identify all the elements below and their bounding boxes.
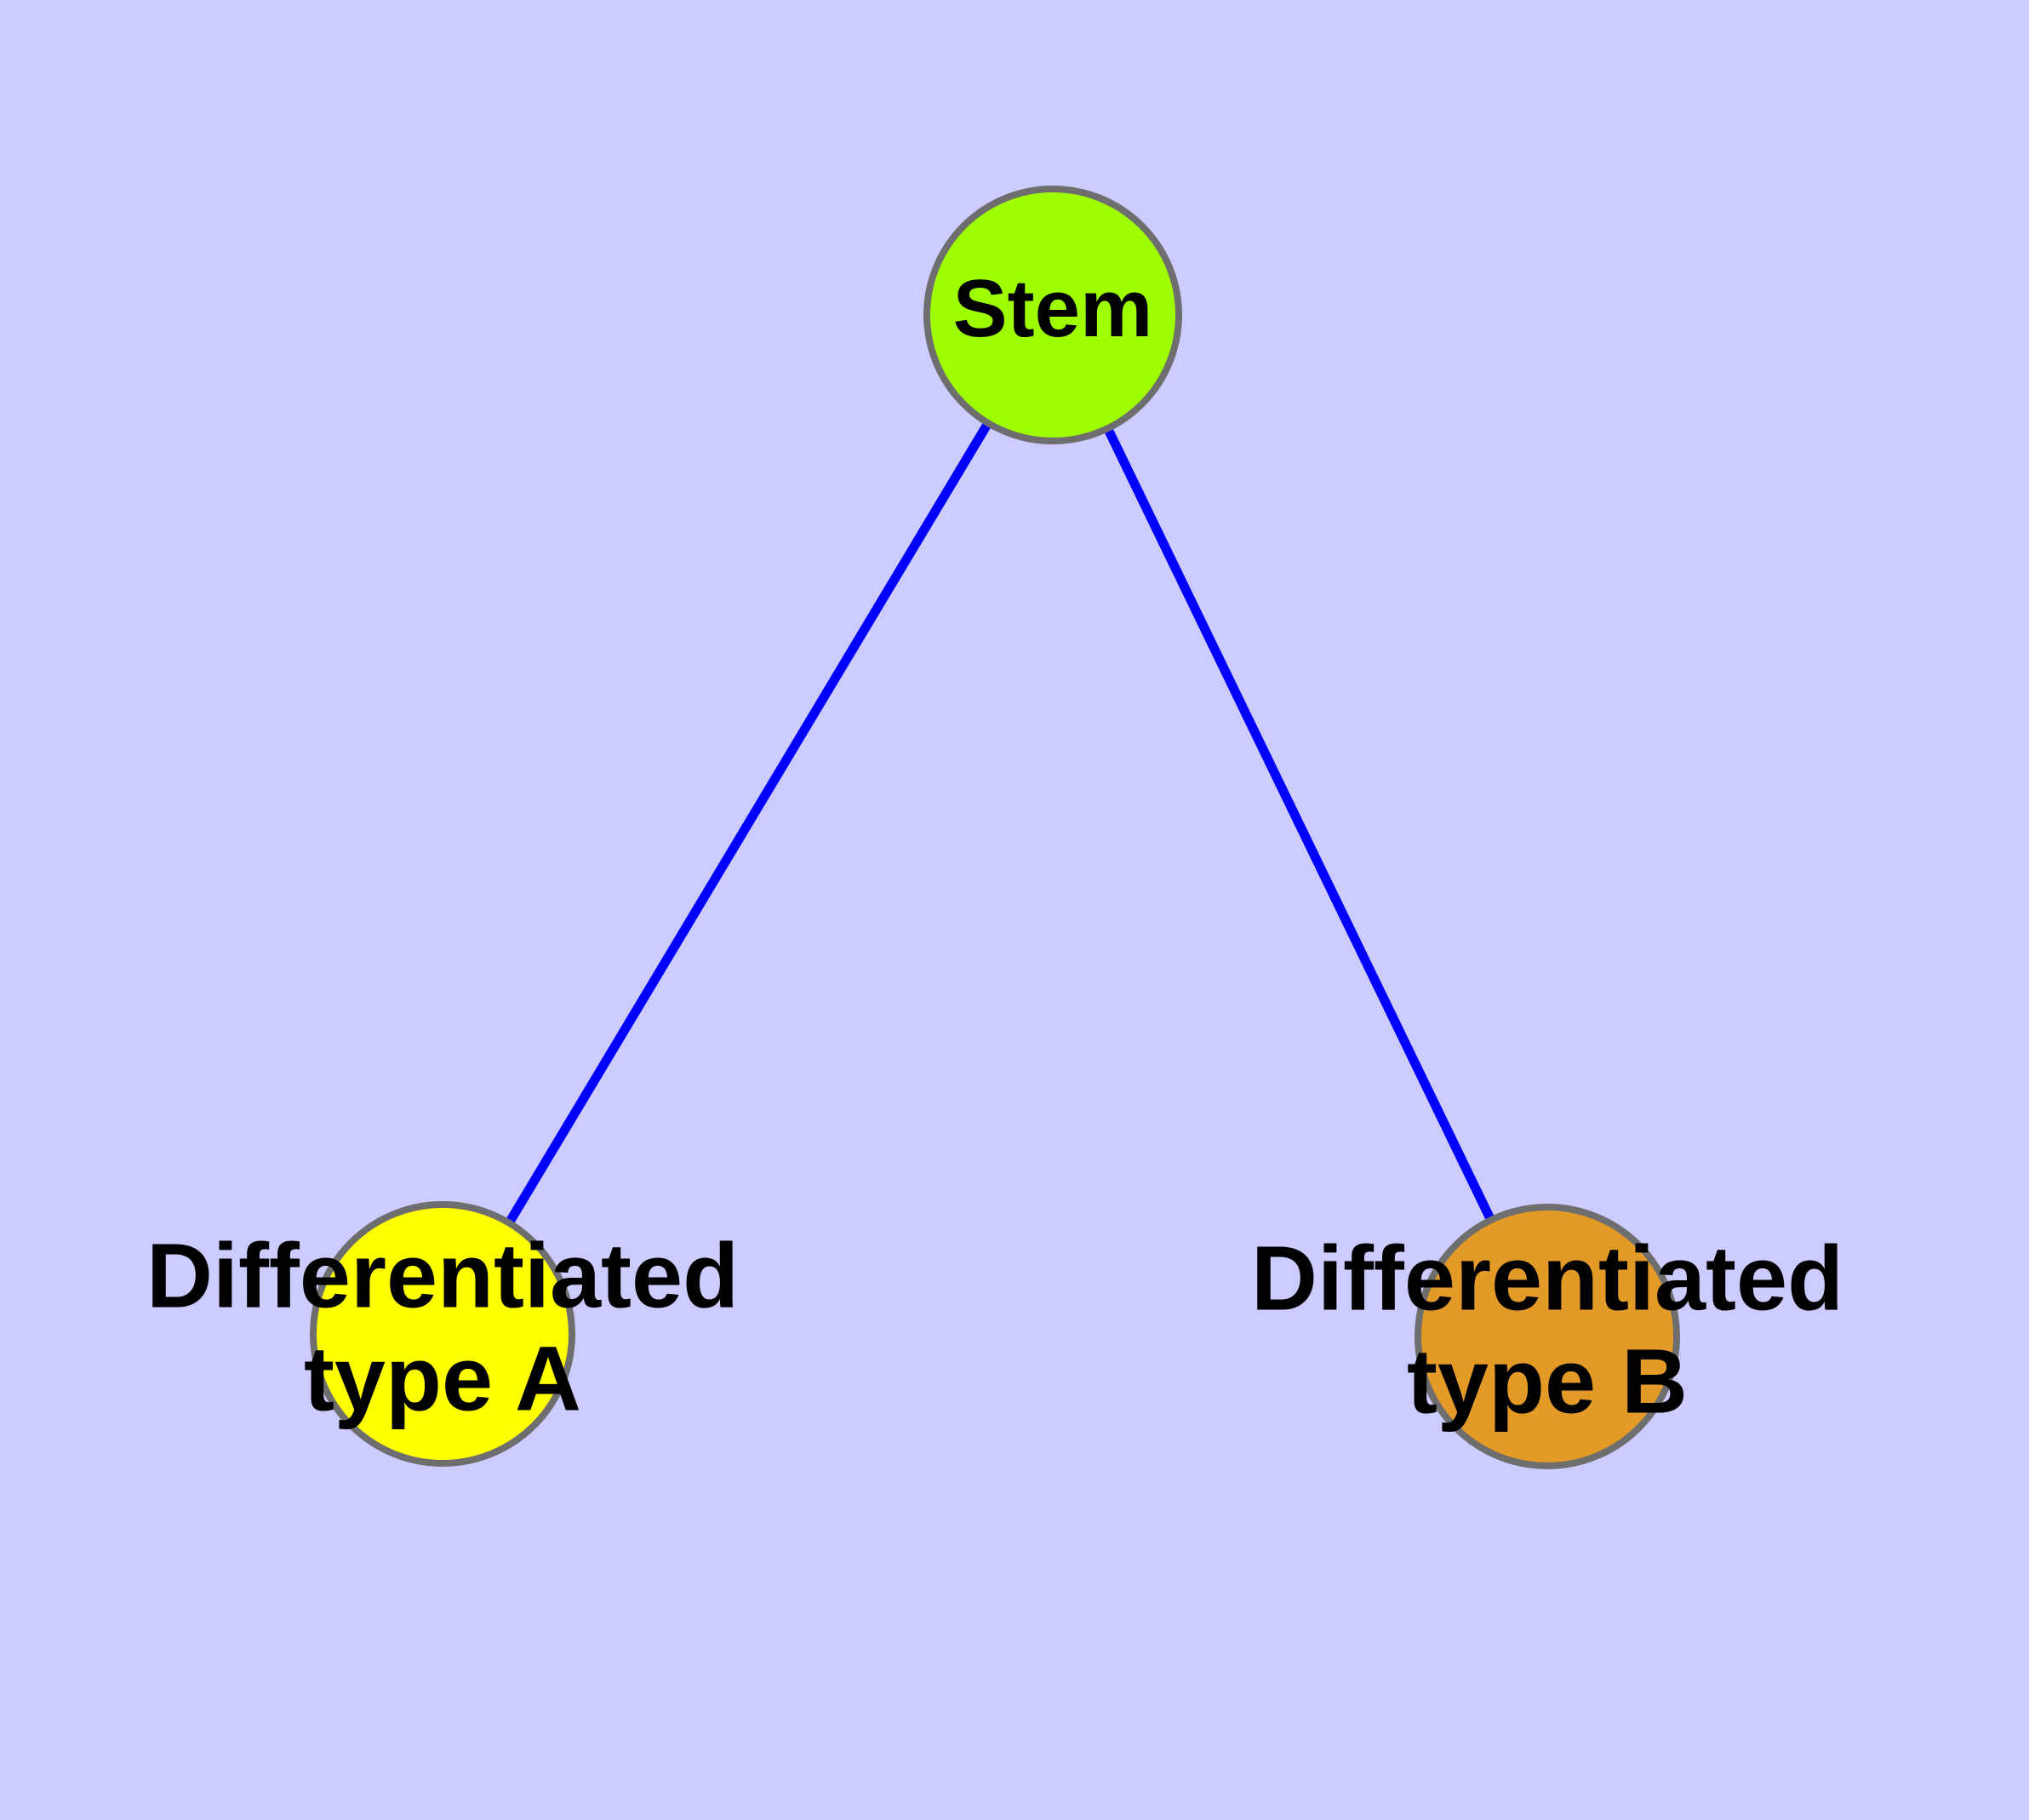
node-label-line: type A	[304, 1326, 581, 1429]
node-circle-diff-a[interactable]	[310, 1201, 575, 1467]
node-circle-stem[interactable]	[923, 186, 1182, 444]
node-label-line: type B	[1407, 1329, 1688, 1432]
node-circle-diff-b[interactable]	[1415, 1204, 1680, 1469]
node-stem[interactable]	[923, 186, 1182, 444]
node-label-stem: Stem	[953, 263, 1153, 354]
node-label-line: Differentiated	[1251, 1226, 1843, 1329]
edges-group	[505, 421, 1495, 1226]
node-label-line: Stem	[953, 263, 1153, 354]
edge-stem-to-diff-b[interactable]	[1103, 426, 1495, 1222]
node-label-line: Differentiated	[146, 1223, 739, 1326]
node-diff-b[interactable]	[1415, 1204, 1680, 1469]
edge-stem-to-diff-a[interactable]	[505, 421, 992, 1226]
node-diff-a[interactable]	[310, 1201, 575, 1467]
nodes-group	[310, 186, 1680, 1469]
